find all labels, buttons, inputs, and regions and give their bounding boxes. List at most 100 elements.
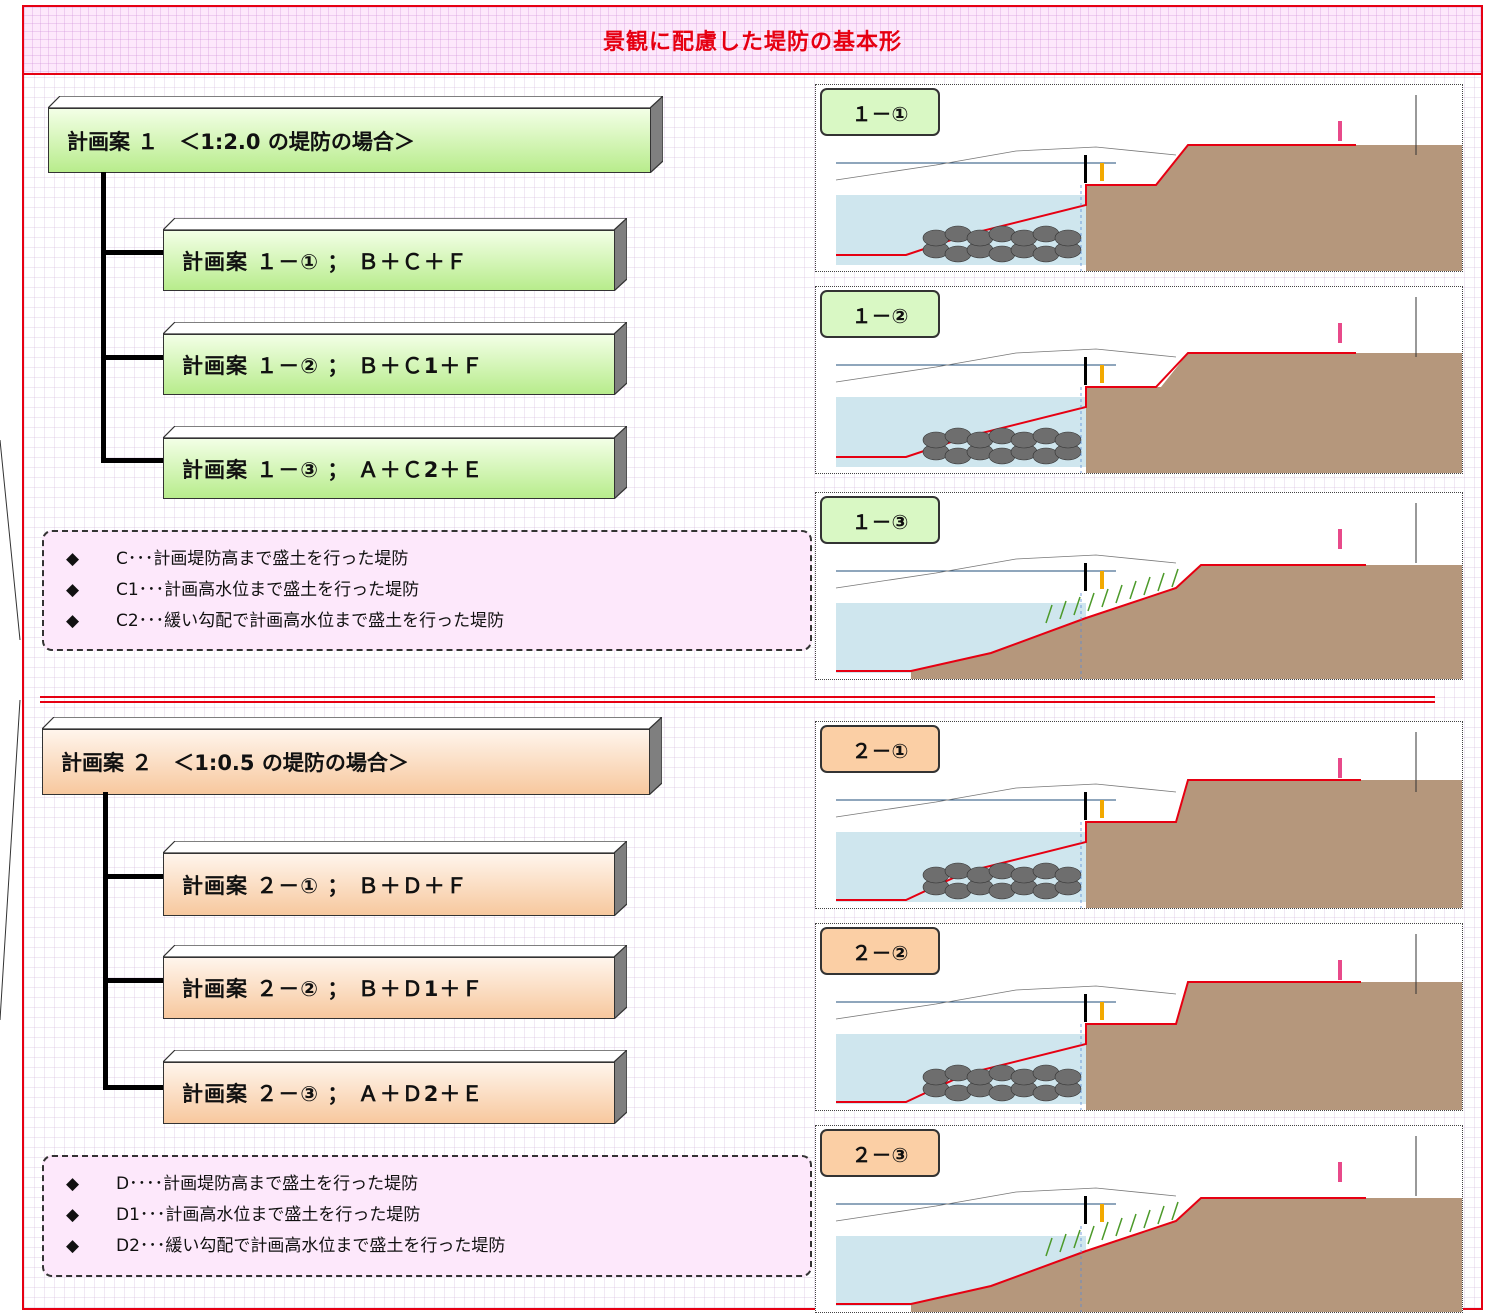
box-side-face <box>649 717 662 795</box>
person-figure <box>1084 357 1087 385</box>
person-figure <box>1084 563 1087 591</box>
title-band: 景観に配慮した堤防の基本形 <box>24 7 1481 75</box>
person-figure <box>1084 155 1087 183</box>
box-top-face <box>163 426 627 438</box>
section-panel-4: ２－① <box>815 721 1463 909</box>
person-figure <box>1084 792 1087 820</box>
embankment-soil <box>911 1198 1462 1312</box>
person-figure <box>1100 163 1104 181</box>
vegetation-blade <box>1171 568 1179 588</box>
diamond-icon: ◆ <box>66 611 80 631</box>
plan2-tree-branch <box>103 874 164 879</box>
person-figure <box>1100 571 1104 589</box>
cross-section-drawing <box>835 297 1462 473</box>
plan1-item-1: 計画案 １－① ； Ｂ＋Ｃ＋Ｆ <box>163 230 615 291</box>
revetment-rock <box>1054 866 1082 884</box>
plan2-item-3: 計画案 ２－③ ； Ａ＋Ｄ2＋Ｅ <box>163 1062 615 1124</box>
section-panel-1: １－① <box>815 84 1463 272</box>
cross-section-drawing <box>835 1136 1462 1312</box>
box-top-face <box>163 218 627 230</box>
revetment-rock <box>1054 1068 1082 1086</box>
embankment-soil <box>911 565 1462 679</box>
note-text: D2･･･緩い勾配で計画高水位まで盛土を行った堤防 <box>116 1236 506 1256</box>
box-side-face <box>614 1050 627 1124</box>
panel-tag: ２－② <box>820 927 940 975</box>
cross-section-drawing <box>835 732 1462 908</box>
vegetation-blade <box>1129 580 1137 600</box>
person-figure <box>1338 1162 1342 1182</box>
cross-section-drawing <box>835 934 1462 1110</box>
page-title: 景観に配慮した堤防の基本形 <box>602 30 902 55</box>
vegetation-blade <box>1087 592 1095 612</box>
section-divider <box>40 696 1435 698</box>
vegetation-blade <box>1157 572 1165 592</box>
vegetation-blade <box>1101 1221 1109 1241</box>
vegetation-blade <box>1087 1225 1095 1245</box>
plan2-header: 計画案 ２ ＜1:0.5 の堤防の場合＞ <box>42 729 650 795</box>
box-side-face <box>650 96 663 173</box>
section-panel-6: ２－③ <box>815 1125 1463 1313</box>
note-row: ◆C･･･計画堤防高まで盛土を行った堤防 <box>66 544 810 575</box>
ground-profile-line <box>835 1187 1177 1222</box>
person-figure <box>1338 960 1342 980</box>
vegetation-blade <box>1171 1201 1179 1221</box>
embankment-soil <box>1086 145 1462 271</box>
plan1-tree-branch <box>101 250 164 255</box>
left-edge-lines <box>0 439 21 1021</box>
ground-profile-line <box>835 146 1177 181</box>
box-side-face <box>614 841 627 916</box>
note-row: ◆D1･･･計画高水位まで盛土を行った堤防 <box>66 1200 810 1231</box>
diamond-icon: ◆ <box>66 580 80 600</box>
vegetation-blade <box>1059 1233 1067 1253</box>
panel-tag: ２－① <box>820 725 940 773</box>
ground-profile-line <box>835 348 1177 383</box>
vegetation-blade <box>1115 1217 1123 1237</box>
design-outline <box>836 981 1361 1103</box>
embankment-soil <box>1086 353 1462 473</box>
design-outline <box>836 564 1366 672</box>
diamond-icon: ◆ <box>66 1174 80 1194</box>
section-panel-2: １－② <box>815 286 1463 474</box>
cross-section-drawing <box>835 503 1462 679</box>
vegetation-blade <box>1143 1209 1151 1229</box>
vegetation-blade <box>1045 1237 1053 1257</box>
box-top-face <box>163 322 627 334</box>
plan1-header-box: 計画案 １ ＜1:2.0 の堤防の場合＞ <box>48 96 663 173</box>
vegetation-blade <box>1157 1205 1165 1225</box>
cross-section-drawing <box>835 95 1462 271</box>
design-outline <box>836 144 1356 256</box>
box-top-face <box>163 841 627 853</box>
box-top-face <box>48 96 663 108</box>
section-panel-5: ２－② <box>815 923 1463 1111</box>
person-figure <box>1084 1196 1087 1224</box>
person-figure <box>1338 529 1342 549</box>
plan2-notes: ◆D････計画堤防高まで盛土を行った堤防 ◆D1･･･計画高水位まで盛土を行っ… <box>42 1155 812 1277</box>
note-row: ◆ C2･･･緩い勾配で計画高水位まで盛土を行った堤防 <box>66 606 810 637</box>
plan2-item-1: 計画案 ２－① ； Ｂ＋Ｄ＋Ｆ <box>163 853 615 916</box>
plan2-tree-branch <box>103 1085 164 1090</box>
panel-tag: １－② <box>820 290 940 338</box>
person-figure <box>1338 758 1342 778</box>
person-figure <box>1338 121 1342 141</box>
ground-profile-line <box>835 985 1177 1020</box>
plan1-tree-trunk <box>101 172 106 462</box>
person-figure <box>1100 1002 1104 1020</box>
person-figure <box>1084 994 1087 1022</box>
plan1-notes: ◆C･･･計画堤防高まで盛土を行った堤防 ◆C1･･･計画高水位まで盛土を行った… <box>42 530 812 651</box>
diamond-icon: ◆ <box>66 549 80 569</box>
revetment-rock <box>1054 431 1082 449</box>
box-top-face <box>163 945 627 957</box>
plan1-item-3: 計画案 １－③ ； Ａ＋Ｃ2＋Ｅ <box>163 438 615 499</box>
section-panel-3: １－③ <box>815 492 1463 680</box>
note-row: ◆C1･･･計画高水位まで盛土を行った堤防 <box>66 575 810 606</box>
ground-profile-line <box>835 554 1177 589</box>
vegetation-blade <box>1059 600 1067 620</box>
vegetation-blade <box>1101 588 1109 608</box>
diamond-icon: ◆ <box>66 1236 80 1256</box>
plan1-item-2: 計画案 １－② ； Ｂ＋Ｃ1＋Ｆ <box>163 334 615 395</box>
note-text: C2･･･緩い勾配で計画高水位まで盛土を行った堤防 <box>116 611 505 631</box>
plan2-header-box: 計画案 ２ ＜1:0.5 の堤防の場合＞ <box>42 717 662 795</box>
person-figure <box>1338 323 1342 343</box>
plan2-item-box-3: 計画案 ２－③ ； Ａ＋Ｄ2＋Ｅ <box>163 1050 627 1124</box>
vegetation-blade <box>1045 604 1053 624</box>
